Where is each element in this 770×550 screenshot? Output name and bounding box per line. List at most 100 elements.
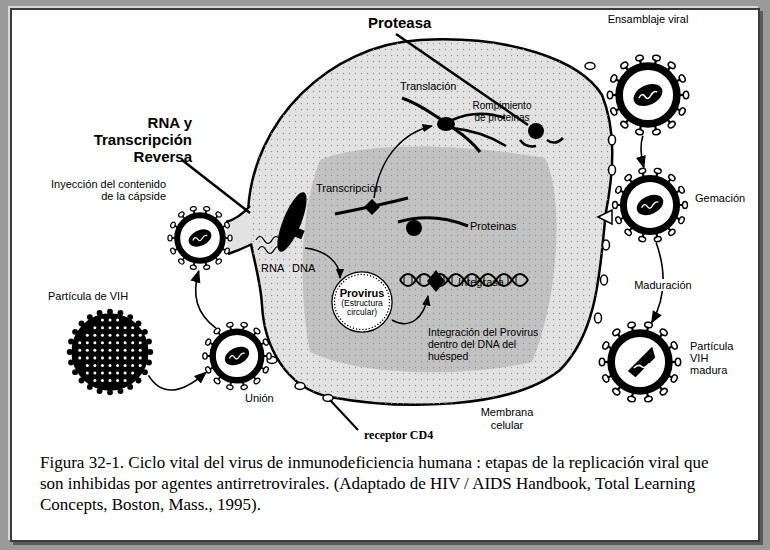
surface-dot [131,326,134,329]
glycoprotein-knob [624,174,633,182]
provirus-circle: Provirus(Estructura circular) [330,270,394,334]
surface-dot [116,349,119,352]
glycoprotein-knob [670,374,678,383]
dna-copy [283,223,305,239]
glycoprotein-knob [253,327,261,334]
surface-dot [124,364,127,367]
surface-dot [108,371,111,374]
glycoprotein-knob [226,384,233,390]
node-outline [610,57,686,133]
surface-dot [116,371,119,374]
glycoprotein-knob [262,338,269,346]
surface-dot [108,334,111,337]
surface-dot [108,356,111,359]
hiv-particle [67,309,154,396]
surface-dot [101,334,104,337]
mrna-strand [335,198,408,214]
glycoprotein-knob [678,74,686,83]
protease-enzyme [528,123,544,139]
text-label: Translación [400,80,480,93]
flow-arrow [196,271,216,328]
integrase-diamond [427,270,445,292]
viral-core [222,343,252,369]
glycoprotein-knob [612,328,621,337]
ribosome [437,117,455,131]
surface-dot [93,364,96,367]
flow-arrow [374,126,432,198]
surface-dot [131,341,134,344]
surface-dot [101,341,104,344]
surface-dot [93,334,96,337]
surface-dot [116,356,119,359]
surface-dot [93,349,96,352]
glycoprotein-knob [667,120,676,129]
glycoprotein-knob [170,221,176,228]
flow-arrow [148,372,206,390]
glycoprotein-knob [610,107,618,116]
glycoprotein-knob [599,358,604,366]
glycoprotein-knob [615,216,622,224]
glycoprotein-knob [168,235,172,241]
surface-dot [86,364,89,367]
surface-dot [101,319,104,322]
glycoprotein-knob [170,247,176,254]
viral-core [633,191,666,219]
surface-dot [86,341,89,344]
viral-core [630,80,666,111]
leader-line [330,400,358,430]
glycoprotein-knob [262,366,269,374]
node-label: Gemación [695,192,755,204]
surface-dot [101,379,104,382]
conical-core [628,347,655,377]
capsid-neck [226,206,252,254]
virus-node: Ensamblaje viral [610,57,686,133]
glycoprotein-knob [659,328,668,337]
text-label: Integrasa [458,276,528,289]
surface-dot [108,326,111,329]
surface-dot [78,356,81,359]
virus-particle [203,322,271,390]
surface-dot [139,364,142,367]
glycoprotein-knob [668,228,677,236]
surface-dot [108,341,111,344]
glycoprotein-knob [228,235,232,241]
surface-dot [124,334,127,337]
glycoprotein-knob [241,384,248,390]
figure-caption: Figura 32-1. Ciclo vital del virus de in… [40,452,735,515]
reverse-transcriptase [272,189,313,255]
glycoprotein-knob [652,55,661,62]
surface-dot [131,364,134,367]
glycoprotein-knob [613,202,618,209]
edge-label: Maduración [632,279,693,291]
surface-dot [101,364,104,367]
glycoprotein-knob [267,353,271,359]
cd4-receptors [267,63,616,402]
glycoprotein-knob [675,358,680,366]
virus-particle [613,168,688,243]
text-label: receptor CD4 [364,428,464,442]
glycoprotein-knob [215,258,222,265]
leader-line [182,160,250,213]
surface-dot [93,379,96,382]
surface-dot [108,364,111,367]
receptor [601,275,608,285]
viral-envelope [177,215,223,261]
node-label: Inyección del contenido de la cápside [38,178,166,202]
surface-dot [86,334,89,337]
cell-membrane [248,39,612,404]
glycoprotein-knob [224,247,230,254]
surface-dot [108,379,111,382]
glycoprotein-knob [644,396,653,403]
budding-pointer [598,210,612,224]
glycoprotein-knob [678,186,685,194]
node-label: Partícula de VIH [48,290,158,302]
surface-dot [116,319,119,322]
glycoprotein-knob [683,91,688,99]
node-label: Partícula VIH madura [690,340,742,376]
glycoprotein-knob [610,74,618,83]
virus-particle [607,55,688,136]
surface-dot [124,379,127,382]
glycoprotein-knob [670,341,678,350]
glycoprotein-knob [638,236,646,242]
surface-dot [124,341,127,344]
